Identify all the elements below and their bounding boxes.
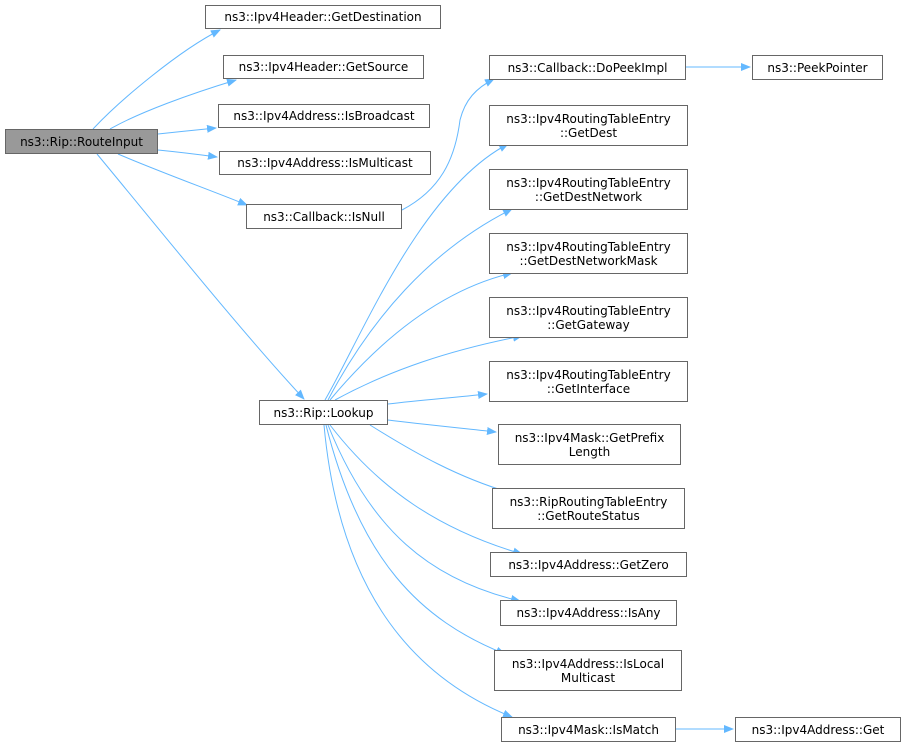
node-get-dest[interactable]: ns3::Ipv4RoutingTableEntry::GetDest [489, 105, 688, 146]
edge-lookup-to-get-prefix-length [387, 419, 497, 435]
node-label-line: ::GetDest [559, 125, 618, 140]
node-get-destination[interactable]: ns3::Ipv4Header::GetDestination [205, 5, 441, 29]
node-label-line: ns3::Callback::DoPeekImpl [507, 60, 668, 75]
node-label-line: ns3::Ipv4Mask::GetPrefix [514, 430, 665, 445]
node-label-line: ns3::Ipv4Address::Get [751, 722, 885, 737]
node-label-line: ::GetGateway [547, 317, 630, 332]
node-label-line: Multicast [560, 670, 616, 685]
node-label-line: ns3::Ipv4Mask::IsMatch [518, 722, 659, 737]
node-do-peek-impl[interactable]: ns3::Callback::DoPeekImpl [489, 55, 686, 80]
node-get-zero[interactable]: ns3::Ipv4Address::GetZero [490, 552, 687, 577]
node-label-line: ns3::Ipv4RoutingTableEntry [506, 239, 671, 254]
node-label-line: ns3::Ipv4Address::IsLocal [511, 656, 665, 671]
edge-lookup-to-get-dest-network [327, 208, 513, 401]
node-label-line: ns3::PeekPointer [767, 60, 868, 75]
node-label-line: Length [568, 444, 611, 459]
edge-lookup-to-get-dest [324, 143, 509, 401]
node-get-dest-network-mask[interactable]: ns3::Ipv4RoutingTableEntry::GetDestNetwo… [489, 233, 688, 274]
node-label-line: ns3::Ipv4Header::GetDestination [224, 10, 422, 24]
edge-lookup-to-get-gateway [334, 333, 523, 401]
node-get-dest-network[interactable]: ns3::Ipv4RoutingTableEntry::GetDestNetwo… [489, 169, 688, 210]
edge-lookup-to-get-interface [387, 390, 488, 405]
node-callback-is-null[interactable]: ns3::Callback::IsNull [246, 204, 402, 229]
node-label-line: ns3::Ipv4RoutingTableEntry [506, 303, 671, 318]
edge-lookup-to-get-dest-network-mask [329, 271, 513, 401]
node-lookup[interactable]: ns3::Rip::Lookup [259, 400, 388, 425]
edge-lookup-to-get-zero [329, 424, 523, 556]
node-label-line: ns3::Ipv4Address::IsMulticast [237, 156, 413, 170]
node-label-line: ns3::Ipv4Address::GetZero [508, 557, 669, 572]
node-ipv4-address-get[interactable]: ns3::Ipv4Address::Get [735, 717, 901, 742]
edge-route-input-to-is-broadcast [157, 124, 217, 135]
node-label-line: ns3::Ipv4Address::IsBroadcast [233, 109, 415, 123]
edge-route-input-to-get-destination [92, 29, 221, 130]
node-label-line: ::GetDestNetworkMask [519, 253, 658, 268]
node-label-line: ns3::Rip::Lookup [273, 405, 374, 420]
node-label-line: ns3::Ipv4RoutingTableEntry [506, 367, 671, 382]
node-peek-pointer[interactable]: ns3::PeekPointer [752, 55, 883, 80]
node-label-line: ::GetDestNetwork [534, 189, 643, 204]
node-label-line: ::GetRouteStatus [537, 508, 640, 523]
node-label-line: ::GetInterface [546, 381, 631, 396]
edge-route-input-to-lookup [96, 153, 305, 400]
node-is-match[interactable]: ns3::Ipv4Mask::IsMatch [501, 717, 676, 742]
edge-route-input-to-callback-is-null [117, 153, 248, 206]
node-label-line: ns3::Ipv4RoutingTableEntry [506, 175, 671, 190]
node-label-line: ns3::RipRoutingTableEntry [509, 494, 668, 509]
node-label-line: ns3::Callback::IsNull [263, 209, 385, 224]
node-label-line: ns3::Rip::RouteInput [20, 134, 143, 149]
node-get-interface[interactable]: ns3::Ipv4RoutingTableEntry::GetInterface [489, 361, 688, 402]
edge-route-input-to-is-multicast [157, 149, 218, 160]
edge-callback-is-null-to-do-peek-impl [401, 78, 495, 211]
edge-route-input-to-get-source [109, 78, 237, 130]
node-is-broadcast[interactable]: ns3::Ipv4Address::IsBroadcast [218, 104, 430, 128]
edge-lookup-to-is-match [323, 424, 513, 718]
node-get-route-status[interactable]: ns3::RipRoutingTableEntry::GetRouteStatu… [492, 488, 685, 529]
node-label-line: ns3::Ipv4Address::IsAny [516, 606, 661, 620]
edge-lookup-to-is-any [327, 424, 521, 603]
node-is-any[interactable]: ns3::Ipv4Address::IsAny [500, 600, 677, 626]
edge-lookup-to-is-local-multicast [325, 424, 506, 655]
node-label-line: ns3::Ipv4RoutingTableEntry [506, 111, 671, 126]
node-label-line: ns3::Ipv4Header::GetSource [238, 60, 409, 74]
node-get-source[interactable]: ns3::Ipv4Header::GetSource [223, 55, 424, 79]
node-route-input[interactable]: ns3::Rip::RouteInput [5, 129, 158, 154]
node-is-multicast[interactable]: ns3::Ipv4Address::IsMulticast [219, 151, 431, 175]
node-get-gateway[interactable]: ns3::Ipv4RoutingTableEntry::GetGateway [489, 297, 688, 338]
